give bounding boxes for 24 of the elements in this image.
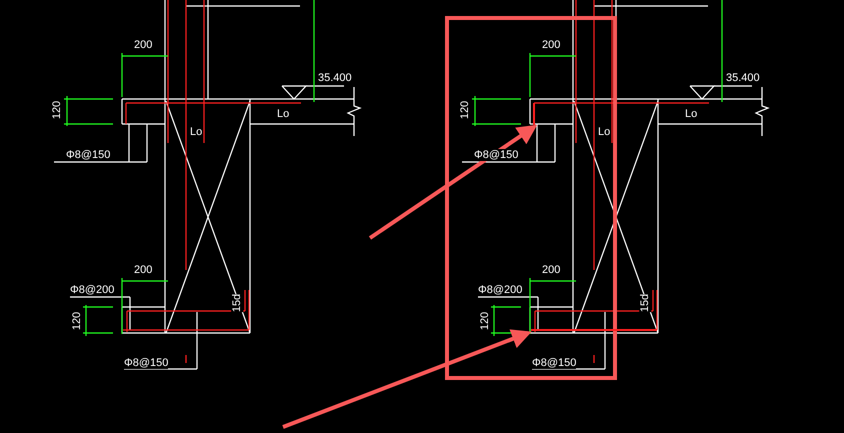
rebar-callout: Φ8@200 xyxy=(70,284,114,296)
dimension-text: 200 xyxy=(134,39,152,51)
rebar-callout: Φ8@150 xyxy=(66,149,110,161)
annotation-arrow xyxy=(368,124,538,240)
dimension-text: 200 xyxy=(134,264,152,276)
elevation-text: 35.400 xyxy=(726,72,760,84)
dimension-text: 200 xyxy=(542,39,560,51)
span-label: Lo xyxy=(598,126,610,138)
dimension-text: 120 xyxy=(51,100,64,120)
annotation-arrow xyxy=(282,329,532,429)
anchorage-text: 15d xyxy=(231,294,244,312)
dimension-text: 200 xyxy=(542,264,560,276)
anchorage-text: 15d xyxy=(639,294,652,312)
rebar-callout: Φ8@150 xyxy=(124,357,168,369)
span-label: Lo xyxy=(190,126,202,138)
dimension-text: 120 xyxy=(459,100,472,120)
dimension-text: 120 xyxy=(479,312,492,330)
elevation-text: 35.400 xyxy=(318,72,352,84)
dimension-text: 120 xyxy=(71,312,84,330)
rebar-callout: Φ8@150 xyxy=(532,357,576,369)
rebar-callout: Φ8@150 xyxy=(474,149,518,161)
span-label: Lo xyxy=(277,108,290,120)
span-label: Lo xyxy=(685,108,698,120)
rebar-callout: Φ8@200 xyxy=(478,284,522,296)
